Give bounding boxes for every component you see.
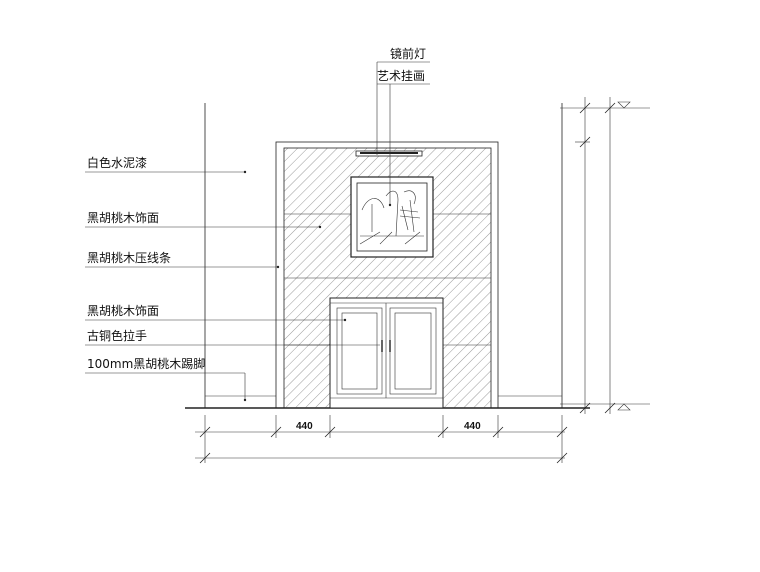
mirror-light [355, 150, 423, 157]
leader-lines [85, 61, 430, 402]
label-walnut-veneer-lower: 黑胡桃木饰面 [87, 303, 159, 318]
art-painting [350, 176, 434, 258]
cabinet [329, 297, 444, 409]
label-walnut-veneer-upper: 黑胡桃木饰面 [87, 210, 159, 225]
label-art-painting: 艺术挂画 [377, 69, 425, 83]
horizontal-dimensions [195, 415, 568, 464]
label-mirror-light: 镜前灯 [390, 46, 426, 61]
dim-right-width: 440 [464, 421, 481, 432]
label-walnut-skirting: 100mm黑胡桃木踢脚 [87, 356, 205, 371]
vertical-dimensions [560, 97, 650, 414]
label-white-cement-paint: 白色水泥漆 [87, 155, 147, 170]
dim-left-width: 440 [296, 421, 313, 432]
label-bronze-handle: 古铜色拉手 [87, 328, 147, 343]
label-walnut-molding: 黑胡桃木压线条 [87, 250, 171, 265]
